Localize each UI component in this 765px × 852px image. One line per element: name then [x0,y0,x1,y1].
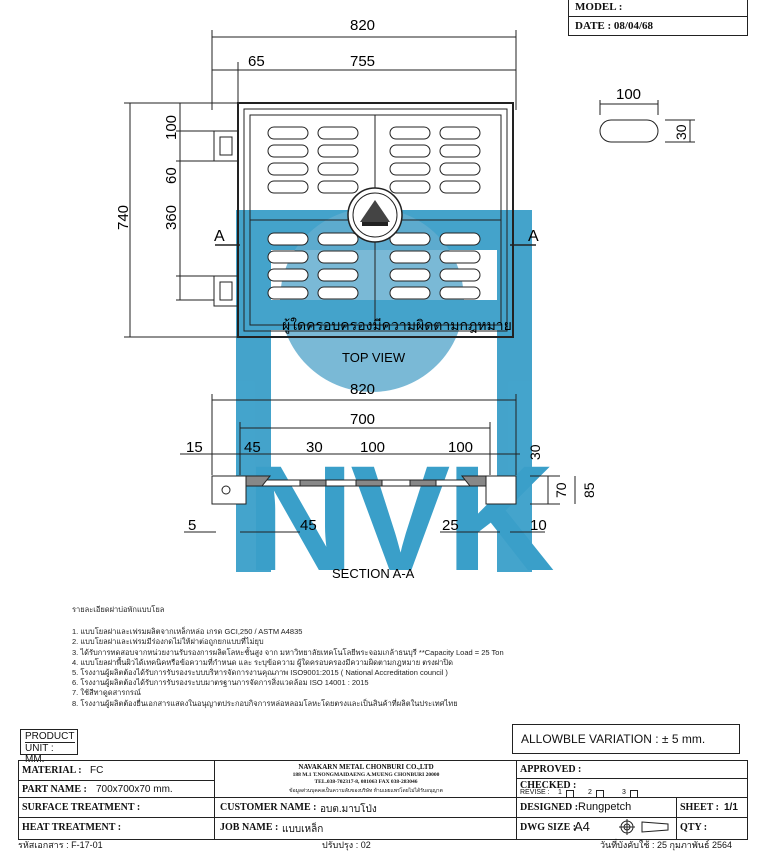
material-label: MATERIAL : [22,765,82,776]
watermark-text: NVK [246,434,553,602]
designed-label: DESIGNED : [520,802,579,813]
section-dim-85: 85 [581,482,597,498]
approved-label: APPROVED : [520,764,582,775]
surface-label: SURFACE TREATMENT : [22,802,141,813]
notes-block: รายละเอียดฝาบ่อพักแบบโยล 1. แบบโยลฝาและเ… [72,605,504,709]
section-view-drawing: 820 700 15 45 30 100 100 30 70 85 5 45 2… [180,381,597,581]
top-dim-60: 60 [163,167,180,184]
note-item: 3. ได้รับการทดสอบจากหน่วยงานรับรองการผลิ… [72,647,504,657]
part-name-value: 700x700x70 mm. [96,784,173,795]
heat-label: HEAT TREATMENT : [22,822,122,833]
notes-heading: รายละเอียดฝาบ่อพักแบบโยล [72,605,165,614]
section-dim-25: 25 [442,517,459,534]
company-address: 188 M.1 T.NONGMAIDAENG A.MUENG CHONBURI … [292,772,440,778]
revise-checkbox-2[interactable] [596,790,604,798]
sheet-label: SHEET : [680,802,719,813]
revise-checkbox-1[interactable] [566,790,574,798]
job-value: แบบเหล็ก [282,824,324,835]
section-dim-30-side: 30 [527,444,543,460]
top-dim-820: 820 [350,17,375,34]
note-item: 6. โรงงานผู้ผลิตต้องได้รับการรับรองระบบม… [72,678,369,688]
section-dim-30-top: 30 [306,439,323,456]
top-dim-65: 65 [248,53,265,70]
section-dim-100-a: 100 [360,439,385,456]
plate-text: ผู้ใดครอบครองมีความผิดตามกฎหมาย [282,317,512,334]
section-view-title: SECTION A-A [332,566,415,581]
revise-opt-3: 3 [622,789,626,796]
note-item: 5. โรงงานผู้ผลิตต้องได้รับการรับรองระบบบ… [72,668,448,678]
title-block [18,760,748,840]
note-item: 7. ใช้สีทาดูดสารกรณ์ [72,688,141,698]
model-label: MODEL : [575,1,623,13]
unit-label: UNIT : MM. [25,742,75,765]
product-label: PRODUCT [25,731,75,742]
company-note: ข้อมูลส่วนบุคคลเป็นความลับของบริษัท ห้าม… [289,788,443,794]
revise-opt-2: 2 [588,789,592,796]
job-label: JOB NAME : [220,822,279,833]
section-dim-100-b: 100 [448,439,473,456]
section-dim-820: 820 [350,381,375,398]
note-item: 4. แบบโยลฝาพื้นผิวได้เทคนิคหรือข้อความที… [72,657,453,667]
date-box: DATE : 08/04/68 [568,16,748,36]
top-view-title: TOP VIEW [342,350,406,365]
sheet-value: 1/1 [724,802,738,813]
top-dim-100: 100 [163,115,180,140]
section-mark-left: A [214,228,225,245]
revise-label: REVISE : [520,789,550,796]
slot-dim-height: 30 [673,124,689,140]
section-dim-15: 15 [186,439,203,456]
revise-checkbox-3[interactable] [630,790,638,798]
company-tel: TEL.038-702317-8, 081063 FAX 038-283046 [314,779,418,785]
top-dim-360: 360 [163,205,180,230]
emblem-seal [347,187,403,243]
dwg-size-label: DWG SIZE : [520,822,577,833]
variation-text: ALLOWBLE VARIATION : ± 5 mm. [521,732,706,746]
effective-date: วันที่บังคับใช้ : 25 กุมภาพันธ์ 2564 [600,840,732,850]
section-dim-45-bottom: 45 [300,517,317,534]
section-dim-70: 70 [553,482,569,498]
designed-value: Rungpetch [578,801,632,813]
qty-label: QTY : [680,822,708,833]
slot-dim-width: 100 [616,86,641,103]
note-item: 8. โรงงานผู้ผลิตต้องยื่นเอกสารแสดงในอนุญ… [72,698,458,708]
projection-symbol-icon [619,819,669,835]
revision-number: ปรับปรุง : 02 [322,840,371,850]
material-value: FC [90,765,104,776]
revise-opt-1: 1 [558,789,562,796]
dwg-size-value: A4 [574,819,590,834]
section-dim-45-top: 45 [244,439,261,456]
note-item: 2. แบบโยลฝาและเฟรมมีร่องกดไม่ให้ฝาต่อถูก… [72,637,264,647]
doc-code: รหัสเอกสาร : F-17-01 [18,840,103,850]
top-dim-755: 755 [350,53,375,70]
variation-box: ALLOWBLE VARIATION : ± 5 mm. [512,724,740,754]
company-name: NAVAKARN METAL CHONBURI CO.,LTD [298,763,434,771]
customer-label: CUSTOMER NAME : [220,802,317,813]
note-item: 1. แบบโยลฝาและเฟรมผลิตจากเหล็กหล่อ เกรด … [72,627,303,637]
section-dim-700: 700 [350,411,375,428]
section-mark-right: A [528,228,539,245]
customer-value: อบต.มาบโป่ง [320,804,377,815]
top-dim-740: 740 [115,205,132,230]
part-name-label: PART NAME : [22,784,87,795]
product-box: PRODUCT UNIT : MM. [20,729,78,765]
checked-label: CHECKED : [520,780,577,791]
section-dim-10: 10 [530,517,547,534]
section-dim-5: 5 [188,517,196,534]
top-view-drawing: 820 65 755 740 100 60 360 A A ผู้ใดครอบค… [115,17,695,365]
date-label: DATE : 08/04/68 [575,20,654,32]
